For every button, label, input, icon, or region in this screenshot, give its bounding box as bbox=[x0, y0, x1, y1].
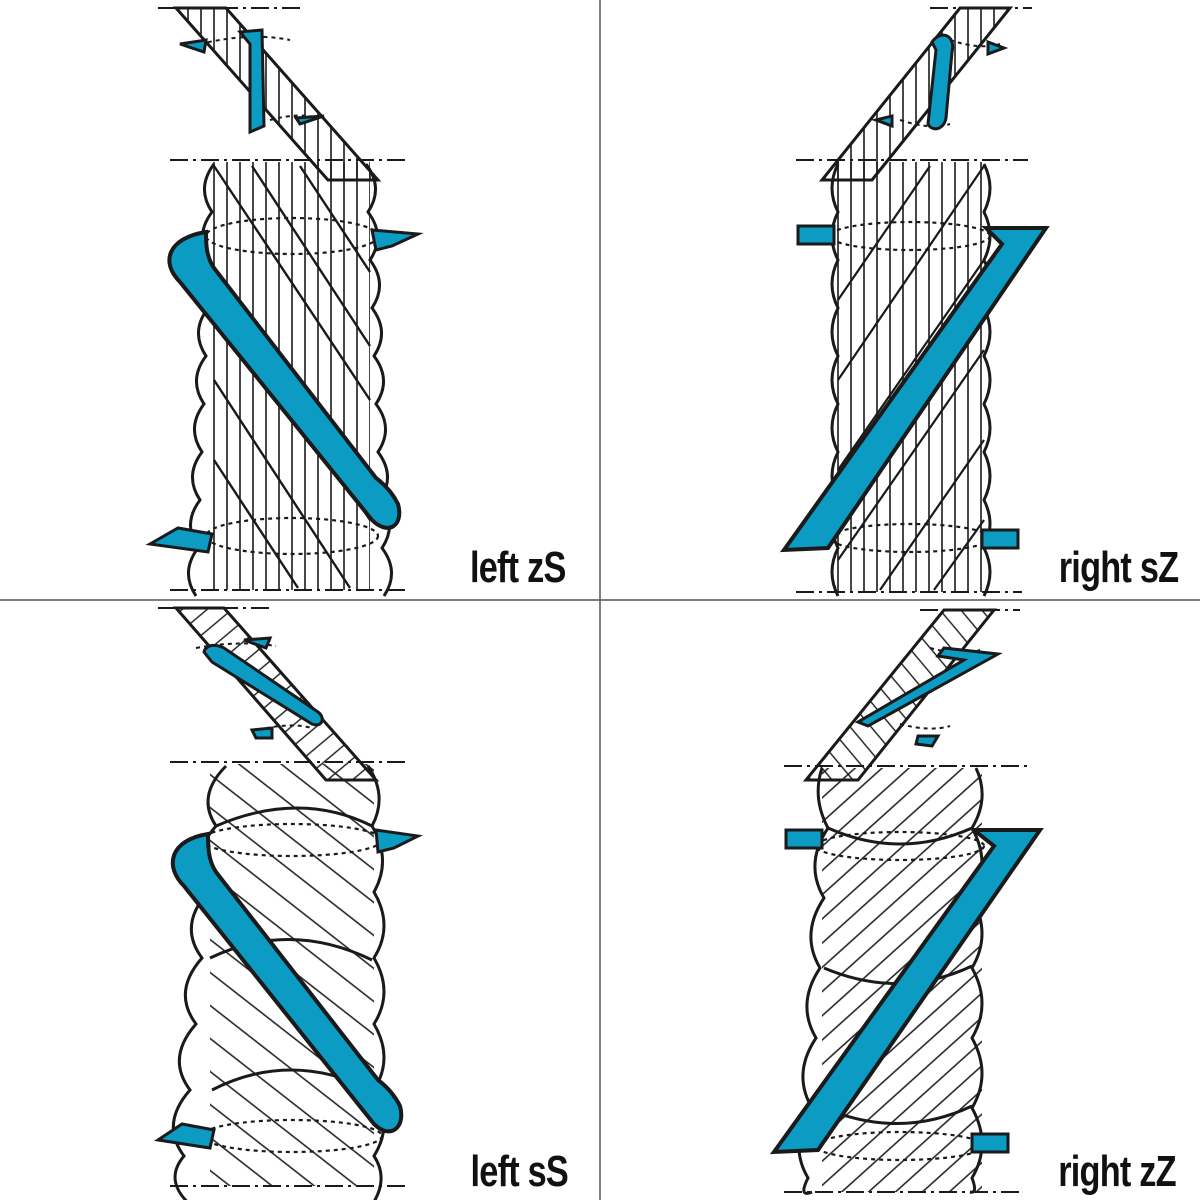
rope-body bbox=[769, 767, 1044, 1195]
panel-right-zz bbox=[769, 608, 1044, 1195]
panel-left-zs bbox=[145, 6, 424, 597]
panel-label-right-sz: right sZ bbox=[1058, 543, 1178, 592]
rope-body bbox=[145, 162, 424, 597]
panel-label-right-zz: right zZ bbox=[1058, 1147, 1176, 1196]
panel-right-sz bbox=[779, 6, 1050, 597]
strand-top bbox=[802, 608, 1003, 782]
strand-top bbox=[818, 6, 1014, 182]
strand-top bbox=[172, 6, 382, 182]
strand-top bbox=[172, 606, 380, 782]
panel-label-left-zs: left zS bbox=[470, 543, 566, 592]
panel-label-left-ss: left sS bbox=[470, 1147, 568, 1196]
rope-body bbox=[779, 162, 1050, 597]
panel-left-ss bbox=[153, 606, 423, 1200]
rope-body bbox=[153, 764, 423, 1200]
